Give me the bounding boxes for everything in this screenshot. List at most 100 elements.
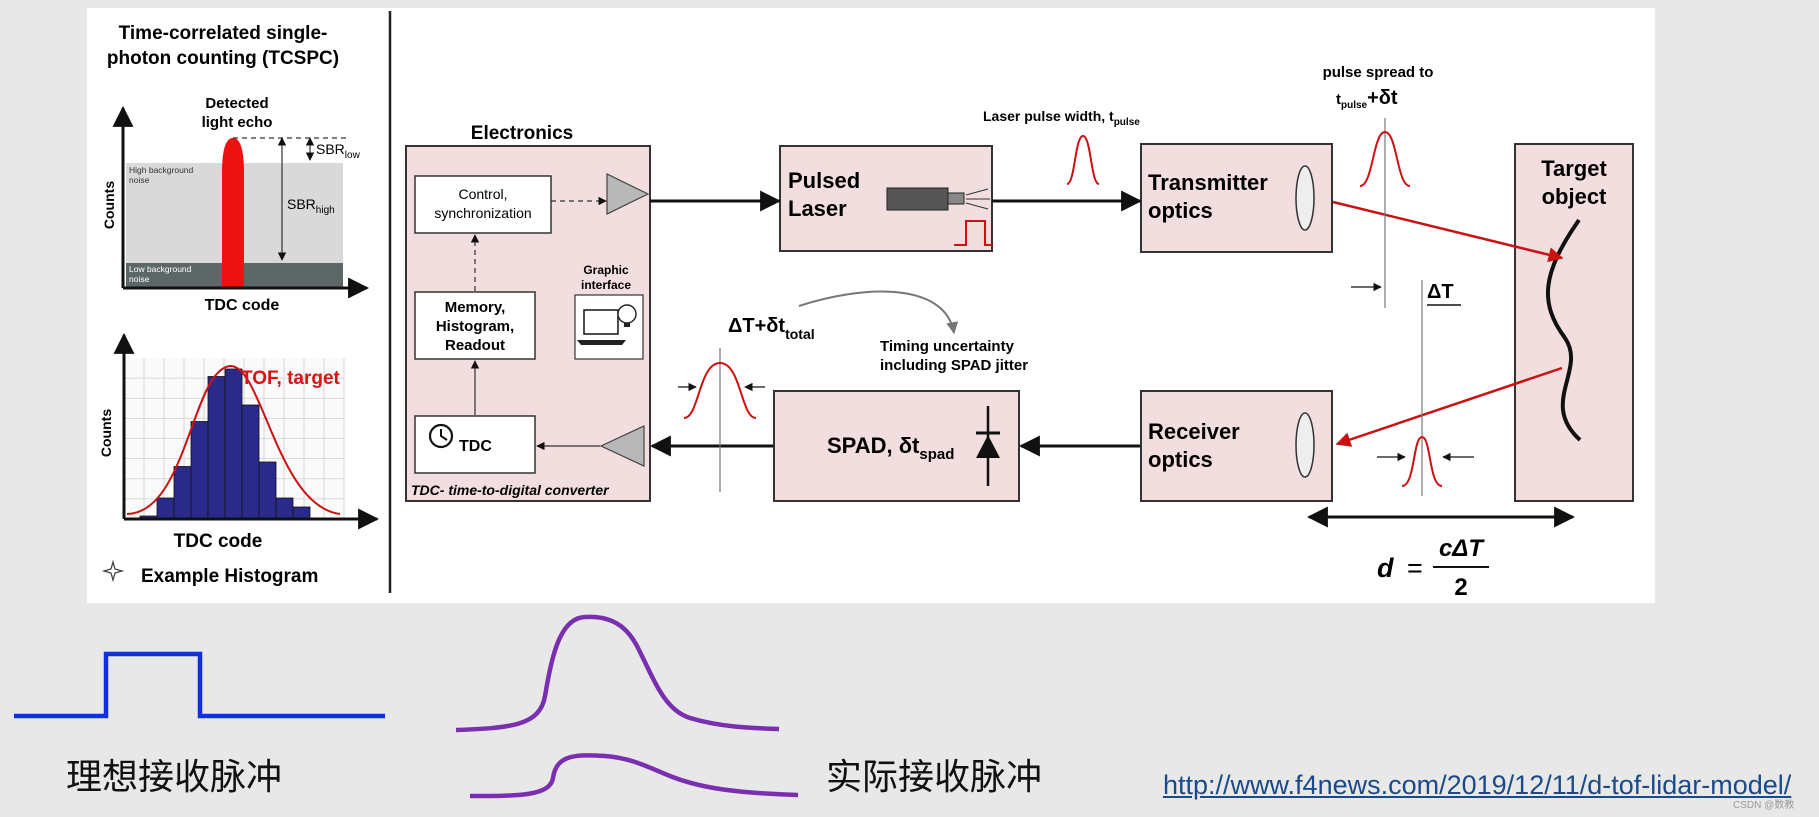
- sparkle-icon: [101, 559, 125, 583]
- spad-diode-icon: [976, 406, 1000, 486]
- memory-box: [414, 291, 536, 360]
- detected-echo-label-line2: light echo: [202, 114, 273, 131]
- sbr-high-label: SBRhigh: [287, 196, 335, 216]
- histogram-bar: [275, 497, 294, 520]
- target-label-line1: Target: [1541, 156, 1607, 181]
- pulsed-laser-block: Pulsed Laser: [779, 145, 993, 252]
- sbr-low-label: SBRlow: [316, 141, 361, 161]
- pulse-spread-label-line2: tpulse+δt: [1336, 87, 1398, 111]
- transmitter-lens-icon: [1295, 165, 1315, 231]
- receiver-label-line2: optics: [1148, 447, 1213, 472]
- delta-total-label: ΔT+δttotal: [728, 315, 815, 342]
- output-amplifier-icon: [606, 173, 650, 215]
- formula-lhs: d: [1377, 553, 1394, 583]
- pulse-spread-label-line1: pulse spread to: [1323, 64, 1434, 81]
- graphic-interface-label-line1: Graphic: [583, 263, 629, 277]
- receiver-label-line1: Receiver: [1148, 419, 1240, 444]
- control-box: [414, 175, 552, 234]
- transmitter-label-line2: optics: [1148, 198, 1213, 223]
- histogram-bars: [139, 368, 311, 520]
- tcspc-title-line1: Time-correlated single-: [119, 23, 328, 44]
- histogram-tdc-code-label: TDC code: [174, 531, 263, 552]
- jitter-pulse: [683, 361, 757, 419]
- timing-uncertainty-arrow: [798, 290, 959, 335]
- electronics-title: Electronics: [471, 123, 573, 144]
- tdc-label: TDC: [459, 438, 492, 455]
- target-surface-curve: [1545, 218, 1582, 442]
- high-bg-label-line1: High background: [129, 165, 194, 175]
- low-bg-label-line1: Low background: [129, 264, 192, 274]
- tcspc-tdc-code-label: TDC code: [205, 297, 280, 314]
- received-pulse: [1401, 435, 1443, 487]
- pulsed-laser-label-line2: Laser: [788, 196, 847, 221]
- target-label-line2: object: [1542, 184, 1607, 209]
- spad-box: [773, 390, 1020, 502]
- transmitter-block: Transmitter optics: [1140, 143, 1333, 253]
- tcspc-title-line2: photon counting (TCSPC): [107, 48, 339, 69]
- histogram-bar: [156, 497, 175, 520]
- distance-formula: d = cΔT 2: [1377, 535, 1489, 601]
- receiver-block: Receiver optics: [1140, 390, 1333, 502]
- csdn-watermark: CSDN @数教: [1733, 800, 1795, 811]
- laptop-icon: [577, 304, 637, 345]
- spad-label: SPAD, δtspad: [827, 433, 954, 463]
- delta-t-label: ΔT: [1427, 281, 1454, 303]
- laser-device-icon: [886, 187, 990, 211]
- histogram-fit-curve: [126, 364, 341, 515]
- pulsed-laser-label-line1: Pulsed: [788, 168, 860, 193]
- control-label-line1: Control,: [458, 186, 507, 202]
- histogram-bar: [190, 421, 209, 520]
- target-object-box: [1514, 143, 1634, 502]
- histogram-bar: [207, 376, 226, 520]
- electronics-block: Electronics Control, synchronization Mem…: [405, 123, 651, 502]
- receiver-lens-icon: [1295, 412, 1315, 478]
- target-object-block: Target object: [1514, 143, 1634, 502]
- emitted-beam-arrow: [1332, 200, 1564, 263]
- diagram-panel: Time-correlated single- photon counting …: [87, 8, 1655, 603]
- histogram-bar: [258, 461, 277, 520]
- high-bg-label-line2: noise: [129, 175, 150, 185]
- histogram-bar: [241, 404, 260, 520]
- histogram-bar: [292, 506, 311, 520]
- memory-label-line2: Histogram,: [436, 318, 514, 335]
- timing-uncertainty-label-line2: including SPAD jitter: [880, 357, 1028, 374]
- detected-echo-label-line1: Detected: [205, 95, 268, 112]
- laser-width-label: Laser pulse width, tpulse: [983, 108, 1140, 128]
- histogram-counts-label: Counts: [98, 409, 114, 457]
- laser-width-pulse: [1066, 134, 1100, 185]
- spread-pulse: [1359, 130, 1411, 187]
- detected-echo-peak: [222, 138, 244, 287]
- spad-block: SPAD, δtspad: [773, 390, 1020, 502]
- dtof-diagram: Time-correlated single- photon counting …: [98, 11, 1634, 601]
- tdc-footer-label: TDC- time-to-digital converter: [411, 482, 610, 498]
- tof-target-label: TOF, target: [241, 368, 341, 389]
- ideal-pulse-label: 理想接收脉冲: [66, 757, 283, 798]
- formula-equals: =: [1407, 553, 1423, 583]
- laser-square-pulse: [954, 220, 993, 246]
- ideal-pulse-waveform: [14, 651, 385, 719]
- example-histogram-caption: Example Histogram: [141, 566, 318, 587]
- memory-label-line1: Memory,: [445, 299, 506, 316]
- formula-denominator: 2: [1454, 574, 1467, 601]
- tcspc-panel: Time-correlated single- photon counting …: [101, 23, 370, 314]
- graphic-interface-label-line2: interface: [581, 278, 631, 292]
- formula-numerator: cΔT: [1439, 535, 1485, 562]
- clock-icon: [428, 423, 454, 449]
- control-label-line2: synchronization: [434, 205, 531, 221]
- histogram-bar: [224, 368, 243, 520]
- transmitter-label-line1: Transmitter: [1148, 170, 1268, 195]
- reflected-beam-arrow: [1335, 366, 1563, 447]
- source-url-link[interactable]: http://www.f4news.com/2019/12/11/d-tof-l…: [1163, 770, 1792, 800]
- tcspc-counts-label: Counts: [101, 181, 117, 229]
- pulse-comparison: [14, 614, 799, 799]
- histogram-panel: Counts TDC code TOF, target Example Hist…: [98, 332, 380, 587]
- actual-pulse-waveform-2: [469, 753, 799, 799]
- actual-pulse-label: 实际接收脉冲: [826, 757, 1043, 798]
- low-bg-label-line2: noise: [129, 274, 150, 284]
- memory-label-line3: Readout: [445, 337, 505, 354]
- actual-pulse-waveform-1: [455, 614, 780, 733]
- input-amplifier-icon: [599, 425, 645, 467]
- histogram-bar: [173, 466, 192, 520]
- timing-uncertainty-label-line1: Timing uncertainty: [880, 338, 1015, 355]
